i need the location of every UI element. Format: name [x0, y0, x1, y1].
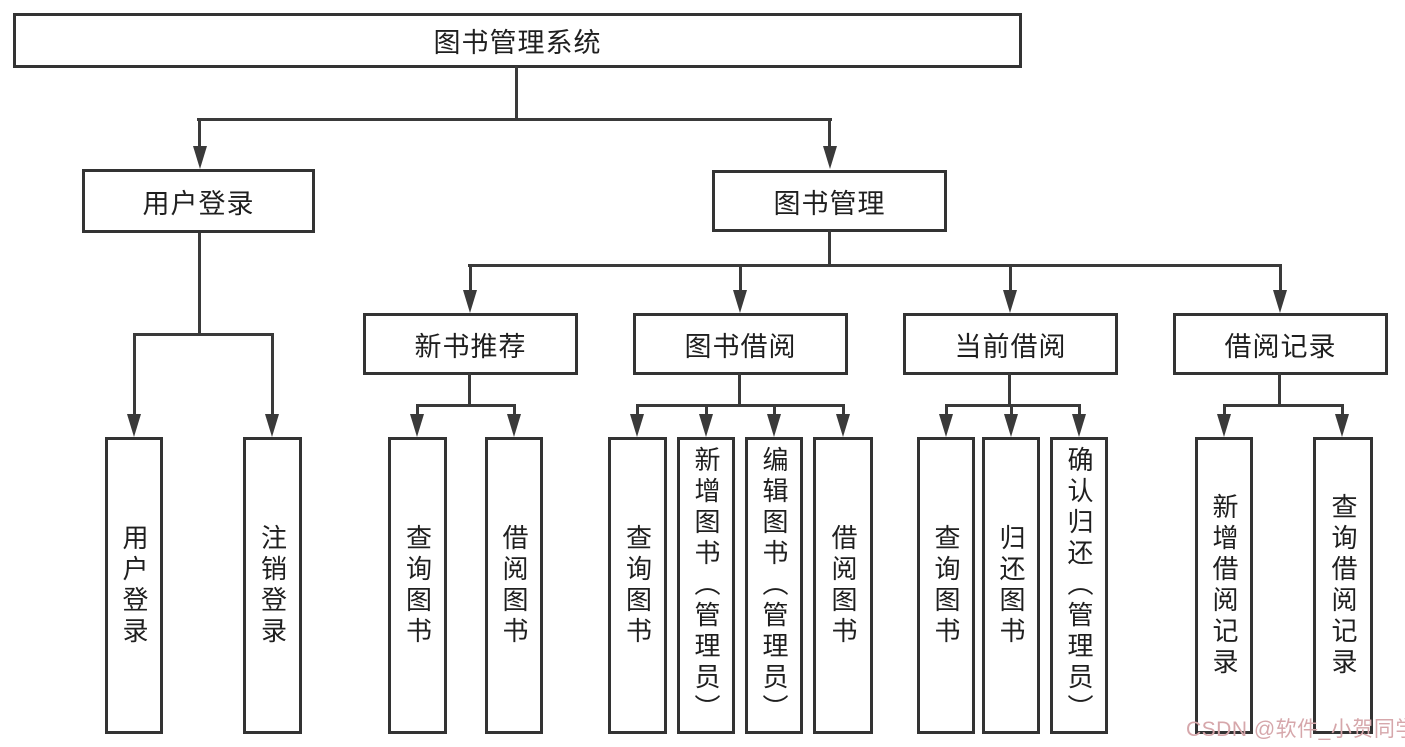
leaf-label: 编辑图书（管理员） [759, 446, 789, 725]
leaf-cb-confirm-return-admin: 确认归还（管理员） [1050, 437, 1108, 734]
node-current-borrowing: 当前借阅 [903, 313, 1118, 375]
connector-line [828, 230, 831, 267]
node-book-borrowing: 图书借阅 [633, 313, 848, 375]
arrow-down-icon [127, 414, 141, 437]
leaf-label: 注销登录 [257, 523, 288, 648]
connector-line [198, 118, 201, 150]
connector-line [636, 404, 639, 416]
connector-line [842, 404, 845, 416]
connector-line [515, 66, 518, 120]
connector-line [738, 373, 741, 407]
connector-line [468, 373, 471, 407]
node-label: 用户登录 [142, 188, 255, 219]
leaf-bb-edit-books-admin: 编辑图书（管理员） [745, 437, 803, 734]
leaf-label: 查询图书 [931, 523, 961, 648]
node-label: 图书管理 [773, 188, 886, 219]
leaf-bb-query-books: 查询图书 [608, 437, 667, 734]
connector-line [1223, 404, 1344, 407]
leaf-bb-borrow-books: 借阅图书 [813, 437, 873, 734]
connector-line [945, 404, 1081, 407]
arrow-down-icon [1273, 290, 1287, 313]
node-label: 图书管理系统 [433, 28, 602, 58]
connector-line [828, 118, 831, 150]
arrow-down-icon [507, 414, 521, 437]
node-book-management: 图书管理 [712, 170, 947, 232]
connector-line [416, 404, 516, 407]
leaf-label: 查询图书 [622, 523, 653, 648]
arrow-down-icon [699, 414, 713, 437]
arrow-down-icon [823, 146, 837, 169]
arrow-down-icon [463, 290, 477, 313]
connector-line [773, 404, 776, 416]
leaf-label: 归还图书 [996, 523, 1026, 648]
connector-line [416, 404, 419, 416]
arrow-down-icon [630, 414, 644, 437]
leaf-user-login: 用户登录 [105, 437, 163, 734]
leaf-label: 查询图书 [402, 523, 433, 648]
leaf-label: 新增图书（管理员） [691, 446, 721, 725]
leaf-label: 查询借阅记录 [1328, 492, 1358, 679]
connector-line [1009, 264, 1012, 293]
connector-line [197, 118, 832, 121]
leaf-nbr-borrow-books: 借阅图书 [485, 437, 543, 734]
connector-line [1078, 404, 1081, 416]
arrow-down-icon [1217, 414, 1231, 437]
connector-line [1279, 264, 1282, 293]
leaf-label: 新增借阅记录 [1209, 492, 1239, 679]
node-label: 图书借阅 [684, 331, 797, 362]
leaf-cb-query-books: 查询图书 [917, 437, 975, 734]
leaf-bb-add-books-admin: 新增图书（管理员） [677, 437, 735, 734]
connector-line [513, 404, 516, 416]
leaf-label: 借阅图书 [499, 523, 529, 648]
connector-line [271, 333, 274, 416]
arrow-down-icon [410, 414, 424, 437]
node-label: 借阅记录 [1224, 331, 1337, 362]
connector-line [705, 404, 708, 416]
connector-line [1341, 404, 1344, 416]
connector-line [469, 264, 472, 293]
connector-line [1008, 373, 1011, 407]
leaf-br-query-record: 查询借阅记录 [1313, 437, 1373, 734]
node-label: 新书推荐 [414, 331, 527, 362]
leaf-cb-return-books: 归还图书 [982, 437, 1040, 734]
leaf-label: 用户登录 [119, 523, 149, 648]
connector-line [133, 333, 136, 416]
connector-line [1223, 404, 1226, 416]
arrow-down-icon [1335, 414, 1349, 437]
connector-line [1010, 404, 1013, 416]
arrow-down-icon [939, 414, 953, 437]
leaf-logout: 注销登录 [243, 437, 302, 734]
node-library-management-system: 图书管理系统 [13, 13, 1022, 68]
node-user-login: 用户登录 [82, 169, 315, 233]
connector-line [636, 404, 844, 407]
connector-line [198, 233, 201, 336]
arrow-down-icon [1003, 290, 1017, 313]
node-label: 当前借阅 [954, 331, 1067, 362]
node-borrowing-records: 借阅记录 [1173, 313, 1388, 375]
arrow-down-icon [193, 146, 207, 169]
arrow-down-icon [1072, 414, 1086, 437]
arrow-down-icon [836, 414, 850, 437]
leaf-br-add-record: 新增借阅记录 [1195, 437, 1253, 734]
node-new-book-recommend: 新书推荐 [363, 313, 578, 375]
connector-line [1278, 373, 1281, 407]
connector-line [133, 333, 274, 336]
arrow-down-icon [733, 290, 747, 313]
arrow-down-icon [1004, 414, 1018, 437]
arrow-down-icon [265, 414, 279, 437]
leaf-nbr-query-books: 查询图书 [388, 437, 447, 734]
leaf-label: 借阅图书 [828, 523, 858, 648]
leaf-label: 确认归还（管理员） [1064, 446, 1094, 725]
arrow-down-icon [767, 414, 781, 437]
csdn-watermark: CSDN @软件_小贺同学 [1186, 718, 1405, 741]
connector-line [945, 404, 948, 416]
connector-line [468, 264, 1282, 267]
connector-line [739, 264, 742, 293]
